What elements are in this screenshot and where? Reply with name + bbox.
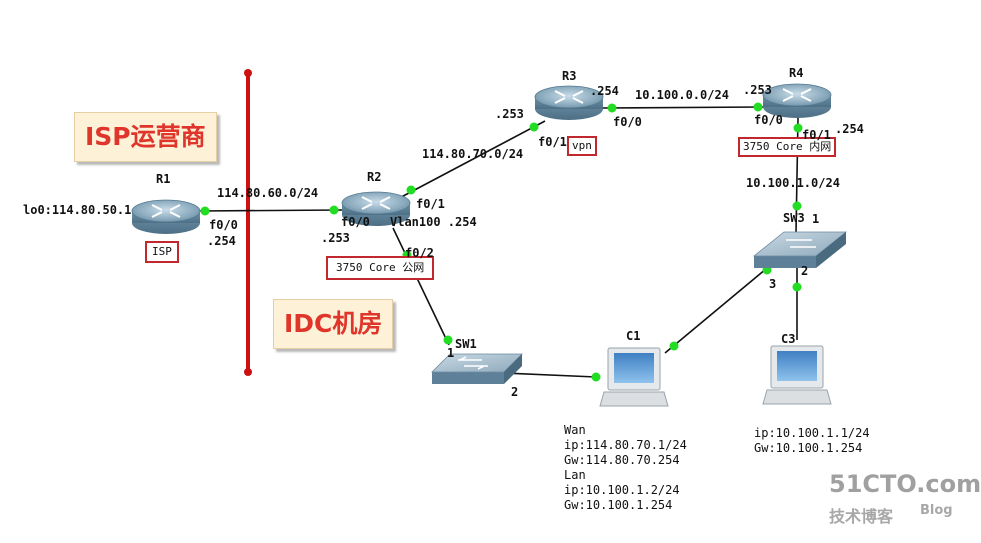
c1-name: C1	[626, 329, 641, 343]
dot-sw3-1	[792, 201, 802, 211]
r1-name: R1	[156, 172, 171, 186]
link-c1-sw3	[664, 258, 779, 354]
r2-name: R2	[367, 170, 382, 184]
router-r3-icon[interactable]	[534, 85, 604, 120]
sw3-port-2: 2	[801, 264, 809, 278]
switch-sw1-icon[interactable]	[431, 353, 523, 384]
c3-info: ip:10.100.1.1/24 Gw:10.100.1.254	[754, 426, 870, 456]
r1-port-f00: f0/0	[209, 218, 238, 232]
watermark-sub2: Blog	[920, 503, 953, 518]
sw3-name: SW3	[783, 211, 805, 225]
link-dots	[200, 102, 803, 382]
r2-ip253: .253	[321, 231, 350, 245]
dot-r2-f01	[406, 185, 416, 195]
dot-c1-a	[591, 372, 601, 382]
sw3-port-1: 1	[812, 212, 820, 226]
r3-ip254: .254	[590, 84, 619, 98]
r4-port-f00: f0/0	[754, 113, 783, 127]
r3-role-box: vpn	[567, 136, 597, 156]
separator-end-bottom	[244, 368, 252, 376]
watermark-logo: 51CTO.com	[829, 470, 981, 498]
c1-info-line: ip:10.100.1.2/24	[564, 483, 680, 497]
sw1-name: SW1	[455, 337, 477, 351]
r2-vlan: Vlan100 .254	[390, 215, 477, 229]
r2-port-f01: f0/1	[416, 197, 445, 211]
r1-role-box: ISP	[145, 241, 179, 263]
c1-info-line: Gw:10.100.1.254	[564, 498, 673, 512]
zone-idc: IDC机房	[273, 299, 394, 349]
c3-name: C3	[781, 332, 796, 346]
dot-sw3-2	[792, 282, 802, 292]
dot-r3-f01	[529, 122, 539, 132]
c1-info-line: ip:114.80.70.1/24	[564, 438, 687, 452]
r2-port-f00: f0/0	[341, 215, 370, 229]
router-r1-icon[interactable]	[131, 199, 201, 234]
dot-r4-f01	[793, 123, 803, 133]
dot-r2-f00	[329, 205, 339, 215]
sw1-port-1: 1	[447, 346, 455, 360]
network-n2: 114.80.70.0/24	[422, 147, 524, 161]
r4-port-f01: f0/1	[802, 128, 831, 142]
network-n1: 114.80.60.0/24	[217, 186, 319, 200]
r3-port-f00: f0/0	[613, 115, 642, 129]
c3-info-line: ip:10.100.1.1/24	[754, 426, 870, 440]
dot-r1-f00	[200, 206, 210, 216]
r2-role-box: 3750 Core 公网	[326, 256, 435, 280]
r4-role-box: 3750 Core 内网	[738, 137, 837, 157]
links	[197, 106, 799, 378]
link-sw1-c1	[502, 372, 597, 378]
link-r3-r4	[599, 106, 766, 109]
dot-sw1-1	[443, 335, 453, 345]
c3-info-line: Gw:10.100.1.254	[754, 441, 863, 455]
link-r2-r3	[389, 120, 546, 204]
network-n3: 10.100.0.0/24	[635, 88, 729, 102]
link-r1-r2	[197, 209, 344, 212]
computer-c1-icon[interactable]	[599, 347, 669, 407]
dot-c1-b	[669, 341, 679, 351]
c1-info-line: Lan	[564, 468, 586, 482]
network-n4: 10.100.1.0/24	[746, 176, 840, 190]
switch-sw3-icon[interactable]	[752, 231, 848, 268]
sw1-port-2: 2	[511, 385, 519, 399]
dot-r4-f00	[753, 102, 763, 112]
r2-port-f02: f0/2	[405, 246, 434, 260]
r4-ip254: .254	[835, 122, 864, 136]
zone-isp: ISP运营商	[74, 112, 217, 162]
router-r2-icon[interactable]	[341, 191, 411, 226]
c1-info-line: Wan	[564, 423, 586, 437]
r4-name: R4	[789, 66, 804, 80]
sw3-port-3: 3	[769, 277, 777, 291]
c1-info: Wan ip:114.80.70.1/24 Gw:114.80.70.254 L…	[564, 423, 687, 513]
r1-ip: .254	[207, 234, 236, 248]
computer-c3-icon[interactable]	[762, 345, 832, 405]
link-r2-sw1	[392, 227, 450, 346]
r3-name: R3	[562, 69, 577, 83]
r3-port-f01: f0/1	[538, 135, 567, 149]
r1-loopback: lo0:114.80.50.1	[23, 203, 132, 217]
r4-ip253: .253	[743, 83, 772, 97]
watermark-sub1: 技术博客	[829, 507, 894, 526]
dot-r3-f00	[607, 103, 617, 113]
c1-info-line: Gw:114.80.70.254	[564, 453, 680, 467]
separator-end-top	[244, 69, 252, 77]
router-r4-icon[interactable]	[762, 83, 832, 118]
r3-ip253: .253	[495, 107, 524, 121]
